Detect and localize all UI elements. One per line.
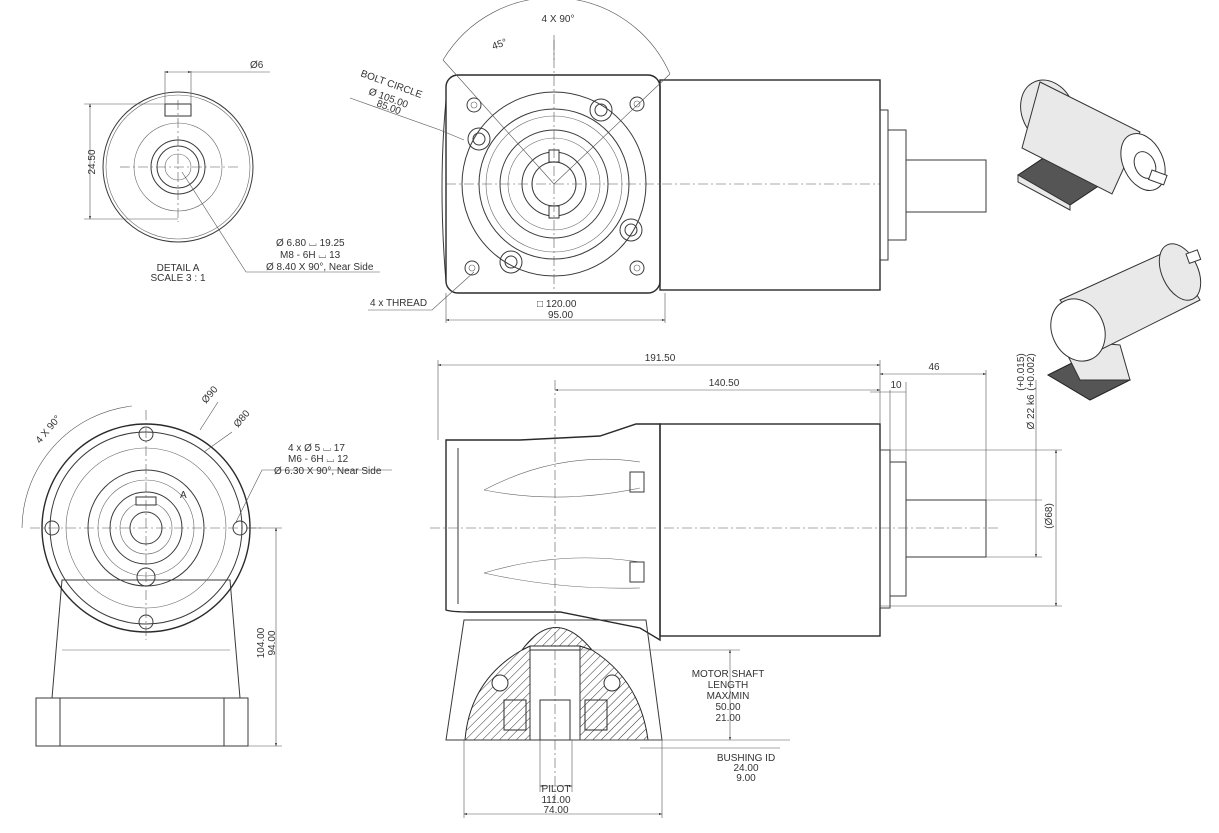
motor-shaft-max: 50.00	[715, 702, 740, 713]
pilot-label: PILOT	[542, 784, 571, 795]
motor-shaft-min: 21.00	[715, 713, 740, 724]
pilot-max: 111.00	[541, 795, 571, 806]
left-hole-note-1: 4 x Ø 5 ⌴ 17	[288, 443, 345, 454]
motor-shaft-label-3: MAX/MIN	[707, 691, 750, 702]
dim-key-height: 24.50	[87, 149, 98, 174]
bushing-label: BUSHING ID	[717, 753, 775, 764]
bolt-holes	[464, 96, 645, 276]
left-height-1: 104.00	[256, 627, 267, 658]
motor-shaft-label-2: LENGTH	[708, 680, 749, 691]
detail-hole-note-3: Ø 8.40 X 90°, Near Side	[266, 262, 374, 273]
left-hole-note-3: Ø 6.30 X 90°, Near Side	[274, 466, 382, 477]
left-dia-inner: Ø80	[232, 408, 253, 430]
isometric-view-top	[1017, 79, 1168, 211]
left-height-2: 94.00	[267, 630, 278, 655]
square-dim-1: □ 120.00	[537, 299, 577, 310]
dim-key-width: Ø6	[250, 60, 264, 71]
left-hole-note-2: M6 - 6H ⌴ 12	[288, 454, 349, 465]
detail-title: DETAIL A	[157, 263, 200, 274]
pilot-min: 74.00	[543, 805, 568, 816]
detail-a-view	[84, 70, 380, 273]
detail-hole-note-1: Ø 6.80 ⌴ 19.25	[276, 238, 345, 249]
thread-label: 4 x THREAD	[370, 298, 427, 309]
shaft-dia-tol-2: (+0.002)	[1026, 353, 1037, 391]
motor-shaft-label-1: MOTOR SHAFT	[692, 669, 765, 680]
housing-dia: (Ø68)	[1044, 503, 1055, 529]
front-view	[349, 0, 987, 323]
square-dim-2: 95.00	[548, 310, 573, 321]
front-angle-offset: 45°	[491, 37, 509, 53]
length-2: 140.50	[709, 378, 740, 389]
bushing-min: 9.00	[736, 773, 756, 784]
shaft-dia: Ø 22 k6	[1026, 394, 1037, 429]
front-angle-spacing: 4 X 90°	[542, 14, 575, 25]
shoulder-length: 10	[890, 380, 902, 391]
bushing-max: 24.00	[733, 763, 758, 774]
left-detail-ref: A	[180, 490, 187, 501]
side-view	[430, 360, 1062, 818]
shaft-length: 46	[928, 362, 940, 373]
shaft-dia-tol-1: (+0.015)	[1016, 353, 1027, 391]
isometric-view-bottom	[1046, 243, 1202, 401]
left-end-view	[21, 401, 392, 747]
detail-hole-note-2: M8 - 6H ⌴ 13	[280, 250, 341, 261]
detail-scale: SCALE 3 : 1	[150, 273, 205, 284]
overall-length: 191.50	[645, 353, 676, 364]
